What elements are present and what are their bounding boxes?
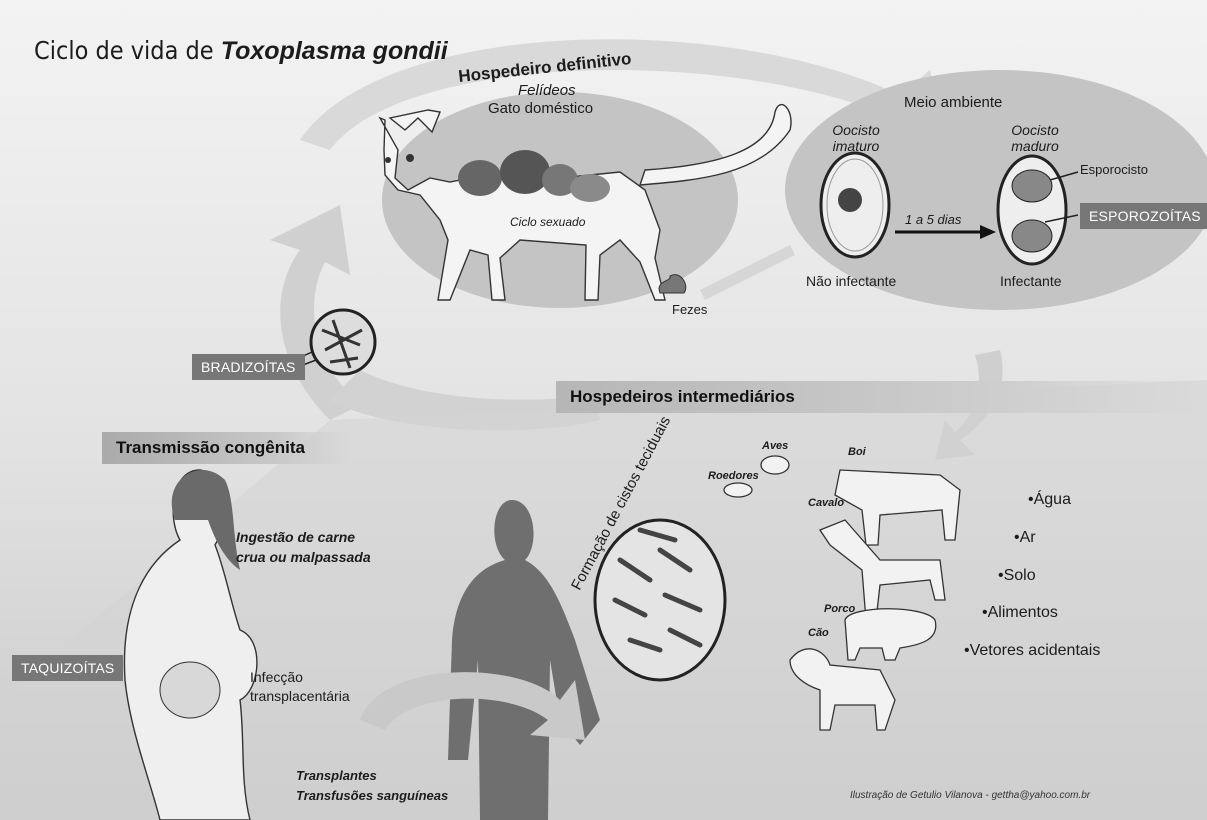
transfusions-label: Transfusões sanguíneas — [296, 788, 448, 803]
title-species: Toxoplasma gondii — [221, 37, 448, 65]
cat-eye — [406, 154, 414, 162]
page-title: Ciclo de vida de Toxoplasma gondii — [34, 36, 448, 66]
animal-label-rodents: Roedores — [708, 470, 759, 482]
transplacental-label: Infecção transplacentária — [250, 668, 362, 706]
source-food: •Alimentos — [982, 604, 1058, 622]
animal-label-ox: Boi — [848, 446, 866, 458]
illustration-credit: Ilustração de Getulio Vilanova - gettha@… — [850, 790, 1090, 801]
congenital-banner: Transmissão congênita — [102, 432, 350, 464]
oocyst-immature — [821, 153, 889, 257]
source-vectors: •Vetores acidentais — [964, 642, 1100, 660]
source-water: •Água — [1028, 491, 1071, 509]
rodent-illustration — [724, 483, 752, 497]
source-air: •Ar — [1014, 529, 1036, 547]
sporozoites-label: ESPOROZOÍTAS — [1080, 203, 1207, 229]
sexual-cycle-label: Ciclo sexuado — [510, 215, 585, 229]
intermediate-hosts-banner: Hospedeiros intermediários — [556, 381, 1207, 413]
maturation-duration: 1 a 5 dias — [905, 212, 961, 227]
animal-label-dog: Cão — [808, 627, 829, 639]
intermediate-hosts-heading: Hospedeiros intermediários — [570, 387, 795, 406]
tissue-cyst — [595, 520, 725, 680]
animal-label-birds: Aves — [762, 440, 788, 452]
cat-eye — [385, 157, 391, 163]
congenital-heading: Transmissão congênita — [116, 438, 305, 457]
sporocyst-label: Esporocisto — [1080, 162, 1148, 177]
infective-label: Infectante — [1000, 273, 1062, 289]
feces-label: Fezes — [672, 302, 707, 317]
animal-label-horse: Cavalo — [808, 497, 844, 509]
definitive-host-animal: Gato doméstico — [488, 100, 593, 117]
animal-label-pig: Porco — [824, 603, 855, 615]
ingestion-label: Ingestão de carne crua ou malpassada — [236, 527, 386, 567]
transplants-label: Transplantes — [296, 768, 377, 783]
environment-heading: Meio ambiente — [904, 94, 1002, 111]
not-infective-label: Não infectante — [806, 273, 896, 289]
oocyst-mature-label: Oocisto maduro — [1005, 122, 1065, 154]
bradyzoites-label: BRADIZOÍTAS — [192, 354, 305, 380]
title-prefix: Ciclo de vida de — [34, 36, 221, 65]
source-soil: •Solo — [998, 567, 1036, 585]
fetus — [160, 662, 220, 718]
tachyzoites-label: TAQUIZOÍTAS — [12, 655, 123, 681]
oocyst-immature-label: Oocisto imaturo — [820, 122, 892, 154]
bird-illustration — [761, 456, 789, 474]
definitive-host-family: Felídeos — [518, 82, 576, 99]
oocyst-mature — [998, 156, 1066, 264]
